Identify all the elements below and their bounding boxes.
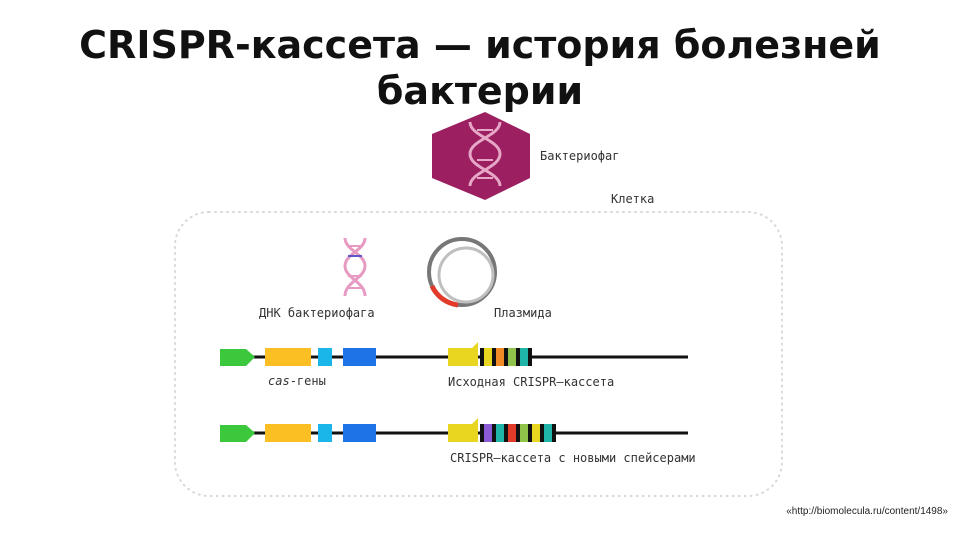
page-title: CRISPR-кассета — история болезней бактер… — [79, 23, 881, 113]
crispr-repeat — [516, 424, 520, 442]
new-genome-row — [220, 418, 688, 442]
crispr-repeat — [528, 424, 532, 442]
crispr-repeat — [540, 424, 544, 442]
crispr-spacer — [484, 424, 492, 442]
cell-boundary — [174, 211, 783, 497]
leader-sequence — [448, 342, 478, 366]
bacteriophage-label: Бактериофаг — [540, 149, 620, 163]
cas-genes-label: cas-гены — [268, 374, 326, 388]
crispr-repeat — [492, 348, 496, 366]
crispr-spacer — [520, 424, 528, 442]
cas-gene-2 — [318, 348, 332, 366]
crispr-spacer — [496, 348, 504, 366]
cas-gene-2 — [318, 424, 332, 442]
crispr-repeat — [480, 348, 484, 366]
original-genome-row — [220, 342, 688, 366]
leader-sequence — [448, 418, 478, 442]
crispr-repeat — [516, 348, 520, 366]
crispr-spacer — [544, 424, 552, 442]
promoter-arrow — [220, 349, 255, 366]
bacteriophage-icon — [432, 112, 530, 200]
new-cassette-label: CRISPR–кассета с новыми спейсерами — [450, 451, 696, 465]
crispr-spacer — [496, 424, 504, 442]
cas-gene-1 — [265, 424, 311, 442]
original-cassette-label: Исходная CRISPR–кассета — [448, 375, 615, 389]
crispr-spacer — [532, 424, 540, 442]
crispr-spacer — [508, 424, 516, 442]
source-credit: «http://biomolecula.ru/content/1498» — [786, 506, 948, 517]
promoter-arrow — [220, 425, 255, 442]
crispr-repeat — [504, 424, 508, 442]
crispr-repeat — [492, 424, 496, 442]
cas-genes-italic: cas — [268, 374, 290, 388]
plasmid-label: Плазмида — [494, 306, 552, 320]
plasmid-icon — [427, 237, 497, 308]
crispr-repeat — [528, 348, 532, 366]
crispr-spacer — [520, 348, 528, 366]
cell-label: Клетка — [611, 192, 655, 206]
cas-gene-3 — [343, 424, 376, 442]
cas-gene-3 — [343, 348, 376, 366]
cas-gene-1 — [265, 348, 311, 366]
crispr-repeat — [480, 424, 484, 442]
original-cassette-units — [480, 348, 532, 366]
phage-dna-label: ДНК бактериофага — [259, 306, 375, 320]
crispr-spacer — [508, 348, 516, 366]
phage-dna-icon — [343, 237, 367, 297]
cas-genes-suffix: -гены — [289, 374, 326, 388]
new-cassette-units — [480, 424, 556, 442]
crispr-repeat — [552, 424, 556, 442]
crispr-spacer — [484, 348, 492, 366]
crispr-repeat — [504, 348, 508, 366]
